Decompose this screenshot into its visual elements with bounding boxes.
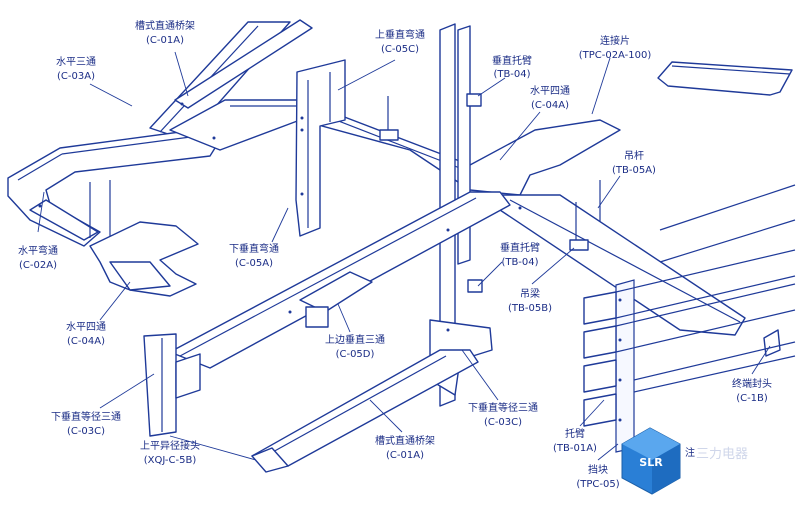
label-horiz-tee-name: 水平三通 (56, 56, 96, 68)
label-straight-top-name: 槽式直通桥架 (135, 19, 195, 32)
label-end-cap-name: 终端封头 (732, 377, 772, 390)
up-reducer-joint (251, 447, 289, 473)
label-straight-top-code: (C-01A) (146, 35, 184, 46)
right-long-trays (615, 184, 796, 393)
label-stopper-name: 挡块 (588, 463, 608, 476)
label-up-vert-elbow-name: 上垂直弯通 (375, 28, 425, 41)
label-up-reducer-code: (XQJ-C-5B) (144, 455, 197, 466)
label-horiz-elbow-name: 水平弯通 (18, 244, 58, 257)
label-horiz-cross-top-name: 水平四通 (530, 85, 570, 97)
leader-lines (37, 51, 771, 461)
label-vert-bracket-mid-code: (TB-04) (501, 257, 538, 268)
label-up-side-vert-tee-code: (C-05D) (336, 349, 375, 360)
label-partial-text: 注 (685, 446, 695, 459)
horizontal-elbow (29, 199, 99, 241)
label-stopper-code: (TPC-05) (576, 479, 619, 490)
straight-tray-upper (174, 19, 313, 109)
label-hanger-beam-name: 吊梁 (520, 287, 540, 300)
horizontal-cross-top (169, 99, 621, 196)
connector-plate (657, 61, 793, 96)
vertical-bracket-top (466, 93, 482, 107)
label-up-reducer-name: 上平异径接头 (140, 439, 200, 452)
label-down-vert-tee-left-code: (C-03C) (67, 426, 105, 437)
label-down-vert-tee-left-name: 下垂直等径三通 (51, 410, 121, 423)
support-rail (615, 279, 635, 453)
label-vert-bracket-mid-name: 垂直托臂 (500, 241, 540, 254)
up-side-vertical-tee-block (305, 306, 329, 328)
label-up-vert-elbow-code: (C-05C) (381, 44, 419, 55)
label-vert-bracket-top-code: (TB-04) (493, 69, 530, 80)
label-hanger-beam-code: (TB-05B) (508, 303, 552, 314)
watermark: SLR 三力电器 (621, 427, 748, 495)
label-connector-code: (TPC-02A-100) (579, 50, 652, 61)
hanger-beam (569, 239, 589, 251)
label-horiz-cross-top-code: (C-04A) (531, 100, 569, 111)
label-up-side-vert-tee-name: 上边垂直三通 (325, 333, 385, 346)
label-horiz-cross-left-name: 水平四通 (66, 321, 106, 333)
brand-logo-icon: SLR (621, 427, 681, 495)
label-straight-bottom-name: 槽式直通桥架 (375, 434, 435, 447)
label-straight-bottom-code: (C-01A) (386, 450, 424, 461)
bolt-dots (38, 102, 622, 422)
label-down-vert-tee-mid-name: 下垂直等径三通 (468, 401, 538, 414)
vertical-bracket-mid (467, 279, 483, 293)
label-horiz-cross-left-code: (C-04A) (67, 336, 105, 347)
label-tray-arm-name: 托臂 (565, 427, 585, 440)
down-vertical-tee-left (143, 333, 177, 437)
up-vertical-elbow (295, 59, 346, 237)
tray-drawing (7, 19, 796, 473)
label-down-vert-tee-mid-code: (C-03C) (484, 417, 522, 428)
label-down-vert-elbow-code: (C-05A) (235, 258, 273, 269)
brand-watermark-text: 三力电器 (696, 447, 748, 462)
label-tray-arm-code: (TB-01A) (553, 443, 597, 454)
label-end-cap-code: (C-1B) (736, 393, 768, 404)
label-hanger-rod-code: (TB-05A) (612, 165, 656, 176)
label-horiz-elbow-code: (C-02A) (19, 260, 57, 271)
straight-tray-bottom (251, 349, 479, 467)
label-vert-bracket-top-name: 垂直托臂 (492, 54, 532, 67)
label-hanger-rod-name: 吊杆 (624, 150, 644, 162)
tray-arm-stack (583, 291, 617, 427)
label-down-vert-elbow-name: 下垂直弯通 (229, 242, 279, 255)
part-labels: 槽式直通桥架 (C-01A) 水平三通 (C-03A) 上垂直弯通 (C-05C… (18, 19, 772, 490)
label-horiz-tee-code: (C-03A) (57, 71, 95, 82)
label-connector-name: 连接片 (600, 34, 630, 47)
brand-logo-text: SLR (639, 456, 663, 469)
horizontal-cross-left (89, 221, 199, 297)
